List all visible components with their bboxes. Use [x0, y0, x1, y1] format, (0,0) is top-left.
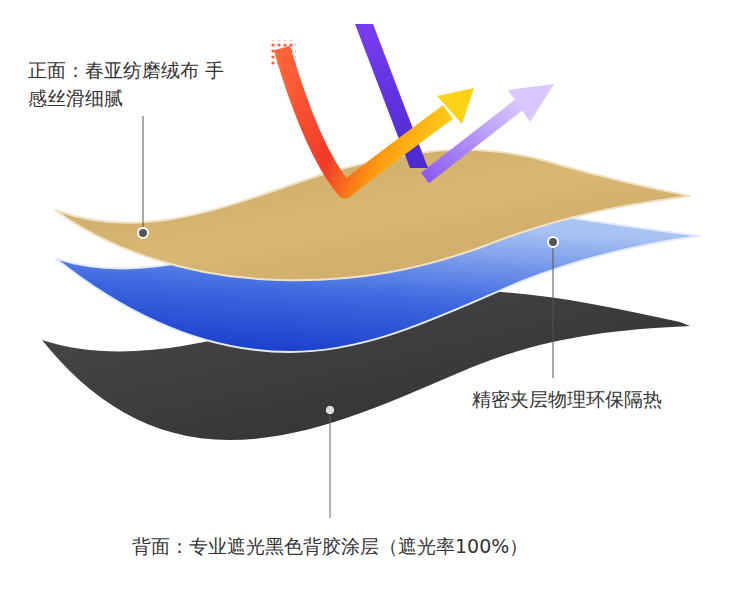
leader-dot: [325, 405, 335, 415]
leader-line: [143, 116, 144, 228]
leader-line: [553, 247, 554, 378]
reflected-arrowhead: [508, 84, 554, 122]
heat-ray: [282, 48, 448, 190]
reflected-ray: [425, 104, 520, 178]
heat-dots: [270, 40, 296, 66]
leader-dot: [548, 237, 558, 247]
layer-label: 正面：春亚纺磨绒布 手感丝滑细腻: [28, 56, 228, 112]
leader-dot: [138, 228, 148, 238]
layer-label: 背面：专业遮光黑色背胶涂层（遮光率100%）: [132, 532, 732, 560]
leader-line: [330, 415, 331, 518]
layer-label: 精密夹层物理环保隔热: [472, 385, 742, 413]
heat-arrowhead: [437, 88, 474, 124]
